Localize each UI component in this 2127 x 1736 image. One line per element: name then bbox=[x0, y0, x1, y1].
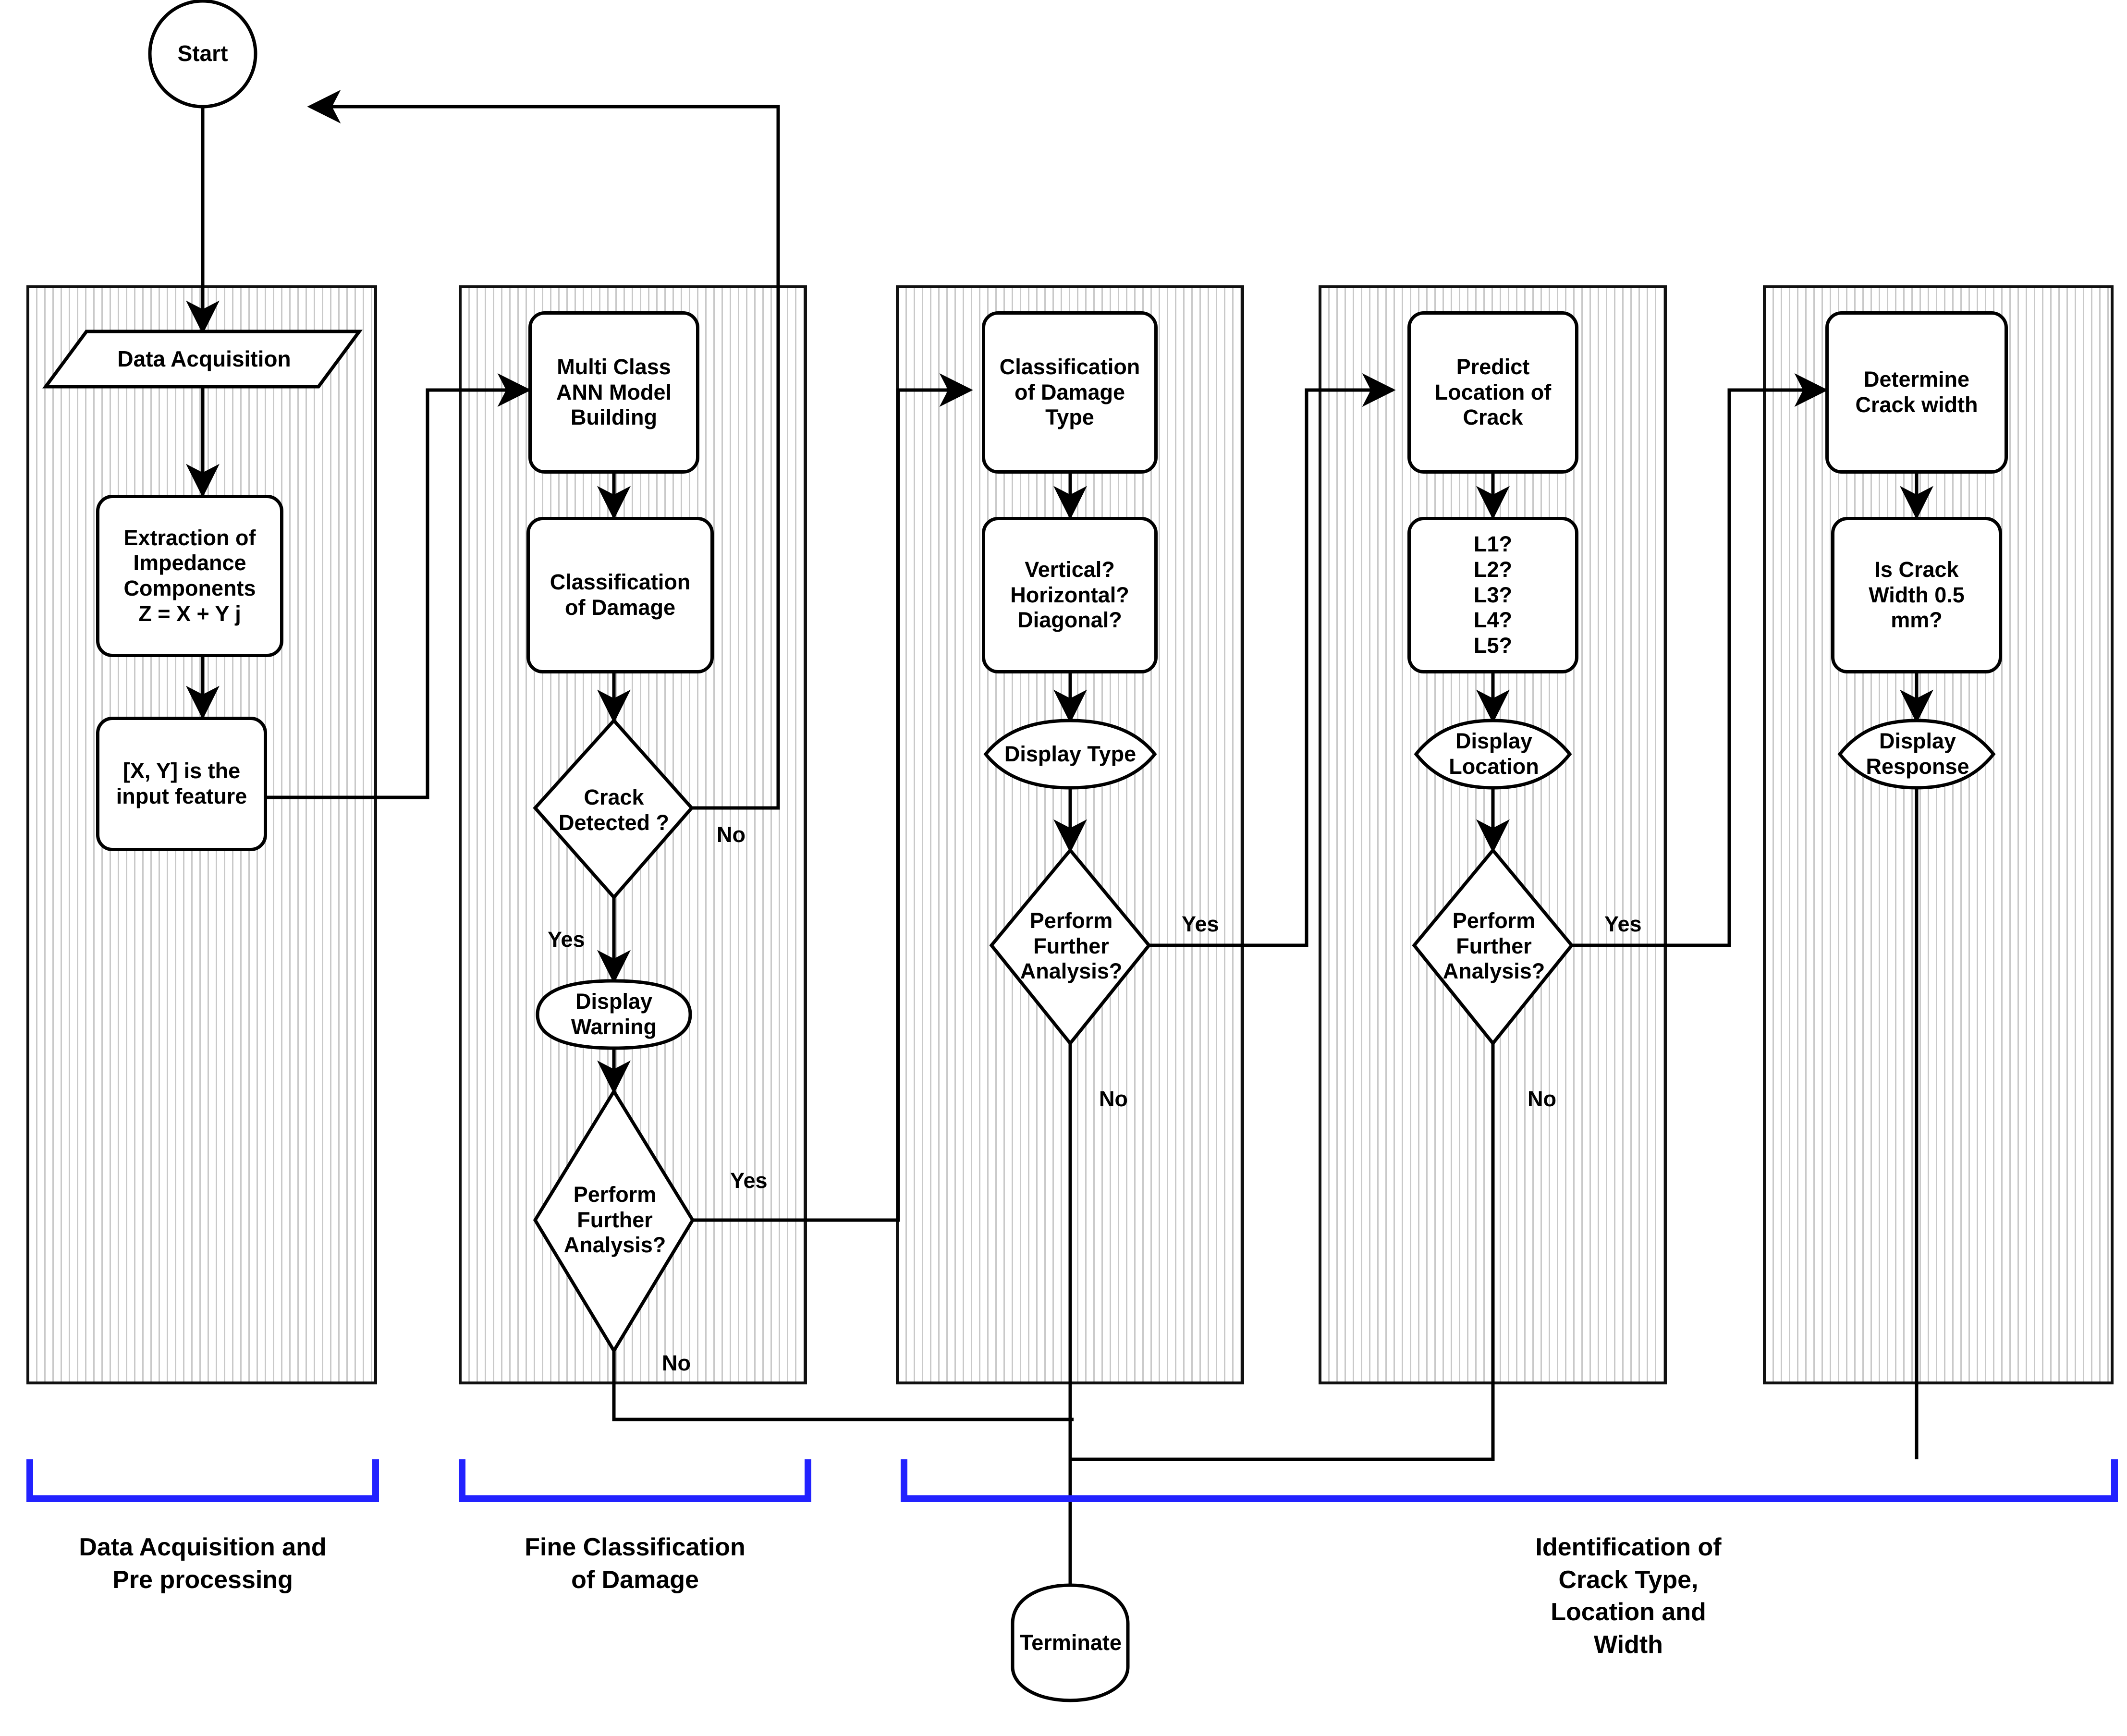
shape-display-location bbox=[1414, 719, 1572, 790]
shape-pfa3 bbox=[1412, 847, 1574, 1046]
edge-label-pfa3-no: No bbox=[1528, 1087, 1556, 1111]
shape-display-warning bbox=[536, 979, 692, 1050]
shape-pfa2 bbox=[989, 847, 1151, 1046]
node-input-feature: [X, Y] is the input feature bbox=[96, 717, 267, 851]
phase-label-data-acquisition: Data Acquisition and Pre processing bbox=[79, 1533, 327, 1594]
phase-label-fine-classification: Fine Classification of Damage bbox=[525, 1533, 746, 1594]
shape-crack-detected bbox=[533, 718, 694, 900]
node-extraction-of-impedance: Extraction of Impedance Components Z = X… bbox=[96, 495, 283, 657]
edge-label-pfa1-no: No bbox=[662, 1351, 691, 1375]
shape-data-acquisition bbox=[42, 330, 363, 389]
edge-pfa3-no-down bbox=[1070, 1043, 1495, 1461]
phase-label-identification: Identification of Crack Type, Location a… bbox=[1535, 1533, 1722, 1659]
node-predict-location-of-crack: Predict Location of Crack bbox=[1407, 311, 1578, 474]
lane-crack-width bbox=[1763, 285, 2114, 1384]
node-classification-of-damage: Classification of Damage bbox=[526, 517, 714, 673]
edge-label-pfa2-yes: Yes bbox=[1182, 912, 1219, 936]
node-location-candidates: L1? L2? L3? L4? L5? bbox=[1407, 517, 1578, 673]
shape-display-type bbox=[983, 719, 1157, 790]
node-classification-of-damage-type: Classification of Damage Type bbox=[982, 311, 1158, 474]
edge-pfa1-no-down bbox=[612, 1351, 1074, 1421]
edge-label-crack-no: No bbox=[717, 822, 746, 847]
edge-label-crack-yes: Yes bbox=[548, 927, 585, 952]
node-determine-crack-width: Determine Crack width bbox=[1825, 311, 2008, 474]
edge-pfa1-yes-to-damage-type bbox=[693, 373, 973, 1222]
edge-pfa2-yes-to-predict-location bbox=[1149, 373, 1396, 947]
edge-label-pfa1-yes: Yes bbox=[730, 1168, 768, 1193]
bracket-data-acquisition bbox=[26, 1459, 379, 1502]
edge-label-pfa3-yes: Yes bbox=[1604, 912, 1642, 936]
shape-display-response bbox=[1837, 719, 1996, 790]
bracket-fine-classification bbox=[459, 1459, 811, 1502]
edge-input-to-ann-model bbox=[264, 373, 531, 799]
node-is-crack-width: Is Crack Width 0.5 mm? bbox=[1831, 517, 2002, 673]
shape-start bbox=[148, 0, 257, 109]
edge-label-pfa2-no: No bbox=[1099, 1087, 1128, 1111]
node-orientation-question: Vertical? Horizontal? Diagonal? bbox=[982, 517, 1158, 673]
edge-crack-no-to-start bbox=[307, 90, 780, 810]
node-multi-class-ann-model: Multi Class ANN Model Building bbox=[528, 311, 699, 474]
shape-terminate bbox=[1011, 1583, 1130, 1702]
bracket-identification bbox=[901, 1459, 2118, 1502]
edge-pfa3-yes-to-determine-width bbox=[1572, 373, 1828, 947]
shape-pfa1 bbox=[533, 1088, 695, 1354]
